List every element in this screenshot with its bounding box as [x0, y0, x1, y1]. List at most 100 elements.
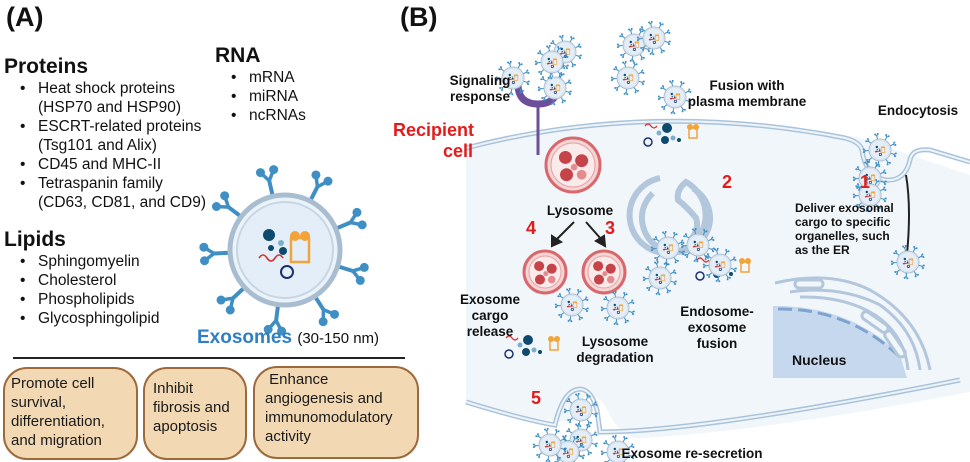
- rna-title: RNA: [215, 44, 261, 67]
- exosome-small: [563, 392, 598, 428]
- exosome-small: [600, 290, 635, 326]
- label-line: cargo: [471, 308, 509, 323]
- label-line: degradation: [576, 350, 654, 365]
- cargo-molecules: [643, 123, 699, 147]
- label-line: Deliver exosomal: [795, 201, 894, 215]
- step-number-3: 3: [605, 218, 616, 238]
- label-line: Lysosome: [581, 334, 649, 349]
- function-line: and migration: [11, 432, 102, 449]
- exosome-small: [852, 177, 887, 213]
- step-number-1: 1: [860, 172, 871, 192]
- exosome-name: Exosomes: [197, 327, 293, 348]
- protein-item-line: ESCRT-related proteins: [38, 118, 202, 135]
- function-line: survival,: [11, 394, 67, 411]
- exosome-small: [537, 70, 572, 106]
- protein-item-line: Heat shock proteins: [38, 80, 175, 97]
- function-box-survival: Promote cell survival, differentiation, …: [3, 367, 138, 460]
- nucleus-label: Nucleus: [792, 352, 847, 368]
- label-line: response: [449, 89, 511, 104]
- function-line: differentiation,: [11, 413, 105, 430]
- exosome-small: [657, 79, 692, 115]
- lysosomes: [522, 136, 627, 295]
- lipids-section: Lipids Sphingomyelin Cholesterol Phospho…: [4, 228, 234, 328]
- label-line: Exosome: [460, 292, 521, 307]
- exosome-small: [650, 230, 685, 266]
- lipids-title: Lipids: [4, 228, 66, 251]
- step-number-4: 4: [526, 218, 537, 238]
- label-line: as the ER: [795, 243, 850, 257]
- lysosome-degradation-label: Lysosome degradation: [570, 334, 660, 366]
- label-line: Signaling: [449, 73, 511, 88]
- function-line: apoptosis: [153, 418, 218, 435]
- function-box-angiogenesis: Enhance angiogenesis and immunomodulator…: [253, 366, 419, 459]
- exosome-small: [495, 60, 530, 96]
- exosome-small: [532, 427, 567, 462]
- proteins-title: Proteins: [4, 55, 89, 78]
- rna-list: mRNA miRNA ncRNAs: [215, 68, 335, 125]
- proteins-list: Heat shock proteins(HSP70 and HSP90)ESCR…: [4, 79, 234, 212]
- protein-item: CD45 and MHC-II: [20, 155, 234, 174]
- proteins-section: Proteins Heat shock proteins (HSP70 and H…: [4, 55, 234, 212]
- exosome-small: [554, 287, 589, 323]
- nucleus: [773, 305, 907, 378]
- exosome-small: [600, 434, 635, 462]
- function-line: Enhance: [265, 371, 329, 388]
- signaling-label: Signaling response: [440, 73, 520, 105]
- function-line: Promote cell: [11, 375, 95, 392]
- cargo-molecules: [504, 335, 560, 359]
- label-line: organelles, such: [795, 229, 890, 243]
- step-number-5: 5: [531, 388, 542, 408]
- function-line: fibrosis and: [153, 399, 230, 416]
- lipids-list: Sphingomyelin Cholesterol Phospholipids …: [4, 252, 234, 328]
- exosome-small: [636, 20, 671, 56]
- lipid-item: Cholesterol: [20, 271, 234, 290]
- recipient-line: Recipient: [393, 120, 475, 140]
- cargo-release-label: Exosome cargo release: [460, 292, 520, 340]
- function-box-fibrosis: Inhibit fibrosis and apoptosis: [143, 367, 247, 460]
- protein-item-line: (HSP70 and HSP90): [38, 99, 182, 116]
- exosome-caption: Exosomes (30-150 nm): [197, 327, 379, 349]
- lysosome: [544, 136, 602, 194]
- label-line: Fusion with: [709, 78, 785, 93]
- exosome-small: [610, 60, 645, 96]
- exosome-small: [862, 132, 897, 168]
- protein-item-line: Tetraspanin family: [38, 175, 163, 192]
- resecretion-label: Exosome re-secretion: [621, 446, 763, 461]
- step-number-2: 2: [722, 172, 733, 192]
- recipient-cell-label: Recipient cell: [393, 120, 475, 162]
- label-line: exosome: [687, 320, 747, 335]
- endoplasmic-reticulum: [774, 276, 932, 371]
- protein-item-line: (Tsg101 and Alix): [38, 137, 157, 154]
- lysosome-label: Lysosome: [546, 203, 614, 218]
- lipid-item: Sphingomyelin: [20, 252, 234, 271]
- rna-section: RNA mRNA miRNA ncRNAs: [215, 44, 335, 125]
- endosome-fusion-label: Endosome- exosome fusion: [672, 304, 762, 352]
- function-line: immunomodulatory: [265, 409, 393, 426]
- label-line: cargo to specific: [795, 215, 891, 229]
- lipid-item: Glycosphingolipid: [20, 309, 234, 328]
- label-line: plasma membrane: [687, 94, 807, 109]
- protein-item-line: CD45 and MHC-II: [38, 156, 162, 173]
- exosome-small: [534, 44, 569, 80]
- lysosome: [581, 249, 627, 295]
- rna-item: mRNA: [231, 68, 335, 87]
- label-line: Endosome-: [680, 304, 754, 319]
- exosome-small: [680, 227, 715, 263]
- function-line: angiogenesis and: [265, 390, 383, 407]
- exosome-small: [890, 244, 925, 280]
- function-line: activity: [265, 428, 311, 445]
- exosome-small: [702, 247, 737, 283]
- function-line: Inhibit: [153, 380, 194, 397]
- released-cargo: [504, 123, 751, 359]
- endocytosis-label: Endocytosis: [877, 103, 959, 118]
- divider-line: [13, 357, 405, 359]
- fusion-label: Fusion with plasma membrane: [682, 78, 812, 110]
- deliver-label: Deliver exosomal cargo to specific organ…: [795, 201, 910, 257]
- recipient-line: cell: [442, 141, 473, 161]
- protein-item: ESCRT-related proteins (Tsg101 and Alix): [20, 117, 234, 155]
- lysosome: [522, 249, 568, 295]
- panel-b-label: (B): [400, 2, 438, 32]
- exosome-size: (30-150 nm): [297, 330, 380, 347]
- rna-item: ncRNAs: [231, 106, 335, 125]
